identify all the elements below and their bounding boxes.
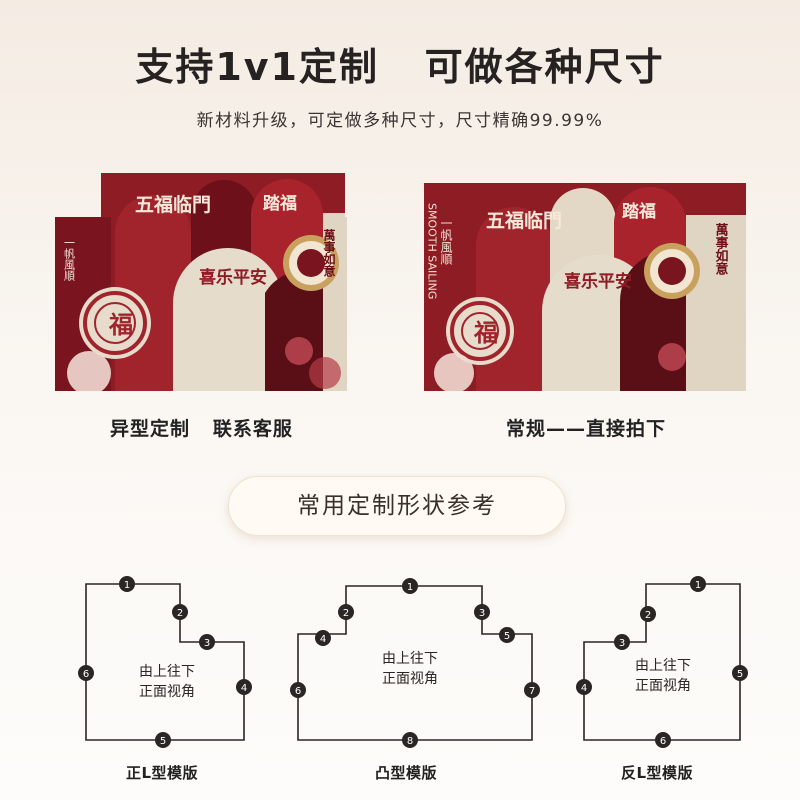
svg-text:2: 2 [343, 608, 349, 619]
diagram-inner-text-line2: 正面视角 [382, 671, 438, 687]
reverse-l-shape-diagram: 1 2 3 4 5 6 由上往下 正面视角 [576, 576, 748, 748]
svg-text:6: 6 [83, 669, 89, 680]
diagram-inner-text-line1: 由上往下 [139, 664, 195, 680]
rug-text-wufu: 五福临門 [135, 193, 211, 216]
l-shape-outline [85, 583, 245, 741]
diagram-inner-text-line1: 由上往下 [635, 658, 691, 674]
svg-text:1: 1 [695, 580, 701, 591]
svg-text:3: 3 [204, 638, 210, 649]
svg-text:4: 4 [320, 634, 326, 645]
rug-text-wanshi-right: 萬事如意 [713, 222, 729, 276]
svg-text:1: 1 [407, 582, 413, 593]
custom-shape-caption: 异型定制 联系客服 [110, 418, 293, 440]
rug-text-wufu-right: 五福临門 [486, 209, 562, 232]
svg-text:3: 3 [619, 638, 625, 649]
reverse-l-shape-label: 反L型模版 [621, 764, 694, 782]
rug-text-wanshi: 萬事如意 [322, 228, 336, 278]
svg-text:7: 7 [529, 686, 535, 697]
rug-text-tafu: 踏福 [263, 193, 297, 214]
standard-rug-image: SMOOTH SAILING 一帆風順 五福临門 踏福 喜乐平安 福 萬事如意 [424, 183, 746, 391]
subtitle: 新材料升级，可定做多种尺寸，尺寸精确99.99% [196, 111, 604, 131]
rug-text-yifan: 一帆風順 [63, 237, 76, 282]
rug-text-xile: 喜乐平安 [199, 267, 267, 288]
standard-caption: 常规——直接拍下 [506, 418, 667, 440]
reverse-l-shape-outline [583, 583, 741, 741]
svg-text:2: 2 [645, 610, 651, 621]
main-title: 支持1v1定制 可做各种尺寸 [135, 45, 665, 89]
rug-text-smooth: SMOOTH SAILING [426, 203, 439, 299]
diagram-inner-text-line1: 由上往下 [382, 651, 438, 667]
section-title: 常用定制形状参考 [297, 493, 497, 519]
convex-shape-label: 凸型模版 [375, 764, 438, 782]
custom-shape-rug-image: 一帆風順 五福临門 踏福 喜乐平安 福 萬事如意 [55, 173, 347, 391]
svg-text:5: 5 [737, 669, 743, 680]
rug-text-xile-right: 喜乐平安 [564, 271, 632, 292]
rug-text-fu: 福 [108, 311, 133, 339]
convex-shape-diagram: 1 2 3 4 5 6 7 8 由上往下 正面视角 [290, 578, 540, 748]
rug-text-yifan-right: 一帆風順 [439, 217, 453, 265]
l-shape-diagram: 1 2 3 4 5 6 由上往下 正面视角 [78, 576, 252, 748]
diagram-inner-text-line2: 正面视角 [139, 684, 195, 700]
svg-text:2: 2 [177, 608, 183, 619]
svg-text:6: 6 [660, 736, 666, 747]
diagram-inner-text-line2: 正面视角 [635, 678, 691, 694]
rug-text-tafu-right: 踏福 [622, 201, 656, 222]
svg-text:4: 4 [241, 683, 247, 694]
rug-text-fu-right: 福 [473, 319, 498, 347]
convex-shape-outline [297, 585, 533, 741]
point-marker: 1 [119, 576, 135, 592]
svg-text:6: 6 [295, 686, 301, 697]
l-shape-label: 正L型模版 [126, 764, 199, 782]
svg-text:8: 8 [407, 736, 413, 747]
section-title-pill: 常用定制形状参考 [228, 476, 566, 536]
svg-text:3: 3 [479, 608, 485, 619]
svg-text:5: 5 [504, 631, 510, 642]
svg-text:4: 4 [581, 683, 587, 694]
svg-text:5: 5 [160, 736, 166, 747]
svg-text:1: 1 [124, 580, 130, 591]
